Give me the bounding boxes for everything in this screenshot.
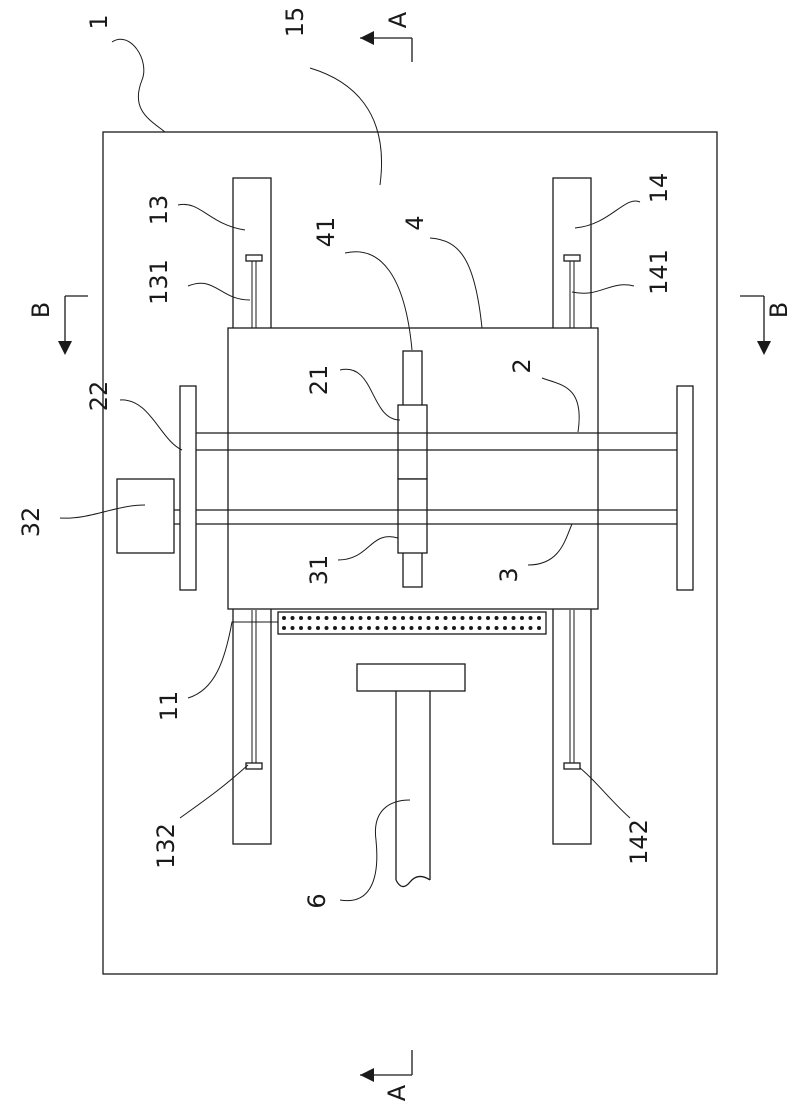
perforation-hole bbox=[478, 616, 482, 620]
perforation-hole bbox=[291, 626, 295, 630]
label-14: 14 bbox=[645, 173, 673, 204]
perforation-hole bbox=[469, 626, 473, 630]
label-41: 41 bbox=[312, 217, 340, 248]
perforation-hole bbox=[342, 626, 346, 630]
perforation-hole bbox=[282, 626, 286, 630]
perforation-hole bbox=[486, 616, 490, 620]
section-label-b-left: B bbox=[27, 302, 55, 318]
label-13: 13 bbox=[145, 195, 173, 226]
label-4: 4 bbox=[401, 215, 429, 230]
perforation-hole bbox=[359, 616, 363, 620]
perforation-hole bbox=[529, 616, 533, 620]
perforation-hole bbox=[393, 616, 397, 620]
label-132: 132 bbox=[152, 823, 180, 869]
perforation-hole bbox=[537, 616, 541, 620]
perforation-hole bbox=[461, 626, 465, 630]
perforation-hole bbox=[461, 616, 465, 620]
section-mark-a-top: A bbox=[360, 11, 412, 62]
perforation-hole bbox=[427, 616, 431, 620]
perforation-hole bbox=[350, 616, 354, 620]
perforation-hole bbox=[401, 626, 405, 630]
perforation-hole bbox=[520, 616, 524, 620]
perforation-hole bbox=[308, 626, 312, 630]
perforation-hole bbox=[444, 616, 448, 620]
perforation-hole bbox=[384, 626, 388, 630]
perforation-hole bbox=[342, 616, 346, 620]
label-6: 6 bbox=[303, 893, 331, 908]
section-mark-b-right: B bbox=[740, 296, 793, 355]
perforation-hole bbox=[367, 626, 371, 630]
perforation-hole bbox=[435, 626, 439, 630]
perforation-hole bbox=[291, 616, 295, 620]
section-label-a-bottom: A bbox=[383, 1084, 411, 1101]
left-end-bracket bbox=[180, 386, 196, 590]
perforation-hole bbox=[512, 616, 516, 620]
label-22: 22 bbox=[85, 381, 113, 412]
perforation-hole bbox=[325, 626, 329, 630]
perforation-hole bbox=[299, 626, 303, 630]
block-31 bbox=[398, 479, 427, 553]
label-3: 3 bbox=[495, 567, 523, 582]
label-31: 31 bbox=[305, 555, 333, 586]
section-label-a-top: A bbox=[384, 11, 412, 28]
perforation-hole bbox=[367, 616, 371, 620]
perforation-hole bbox=[444, 626, 448, 630]
label-2: 2 bbox=[508, 358, 536, 373]
label-142: 142 bbox=[625, 819, 653, 865]
label-141: 141 bbox=[645, 249, 673, 295]
perforation-hole bbox=[435, 616, 439, 620]
motor bbox=[117, 479, 174, 553]
label-1: 1 bbox=[85, 14, 113, 29]
perforation-hole bbox=[520, 626, 524, 630]
section-mark-b-left: B bbox=[27, 296, 88, 355]
perforation-hole bbox=[427, 626, 431, 630]
perforation-hole bbox=[410, 616, 414, 620]
perforation-hole bbox=[316, 626, 320, 630]
perforation-hole bbox=[393, 626, 397, 630]
perforation-hole bbox=[452, 616, 456, 620]
label-131: 131 bbox=[145, 259, 173, 305]
perforation-hole bbox=[418, 616, 422, 620]
perforation-hole bbox=[452, 626, 456, 630]
block-21 bbox=[398, 405, 427, 479]
perforation-hole bbox=[469, 616, 473, 620]
perforation-hole bbox=[384, 616, 388, 620]
perforation-hole bbox=[401, 616, 405, 620]
perforation-hole bbox=[350, 626, 354, 630]
label-15: 15 bbox=[281, 7, 309, 38]
right-end-bracket bbox=[677, 386, 693, 590]
perforation-hole bbox=[359, 626, 363, 630]
perforation-hole bbox=[333, 616, 337, 620]
perforation-hole bbox=[282, 616, 286, 620]
perforation-hole bbox=[308, 616, 312, 620]
perforated-strip bbox=[278, 612, 546, 634]
label-32: 32 bbox=[17, 507, 45, 538]
perforation-hole bbox=[495, 616, 499, 620]
perforation-hole bbox=[529, 626, 533, 630]
perforation-hole bbox=[478, 626, 482, 630]
perforation-hole bbox=[325, 616, 329, 620]
perforation-hole bbox=[537, 626, 541, 630]
section-label-b-right: B bbox=[765, 302, 793, 318]
label-11: 11 bbox=[155, 691, 183, 722]
perforation-hole bbox=[486, 626, 490, 630]
perforation-hole bbox=[333, 626, 337, 630]
label-21: 21 bbox=[305, 365, 333, 396]
perforation-hole bbox=[410, 626, 414, 630]
perforation-hole bbox=[376, 616, 380, 620]
perforation-hole bbox=[495, 626, 499, 630]
section-mark-a-bottom: A bbox=[360, 1050, 412, 1101]
perforation-hole bbox=[316, 616, 320, 620]
perforation-hole bbox=[299, 616, 303, 620]
perforation-hole bbox=[376, 626, 380, 630]
perforation-hole bbox=[512, 626, 516, 630]
perforation-hole bbox=[503, 616, 507, 620]
perforation-hole bbox=[503, 626, 507, 630]
perforation-hole bbox=[418, 626, 422, 630]
